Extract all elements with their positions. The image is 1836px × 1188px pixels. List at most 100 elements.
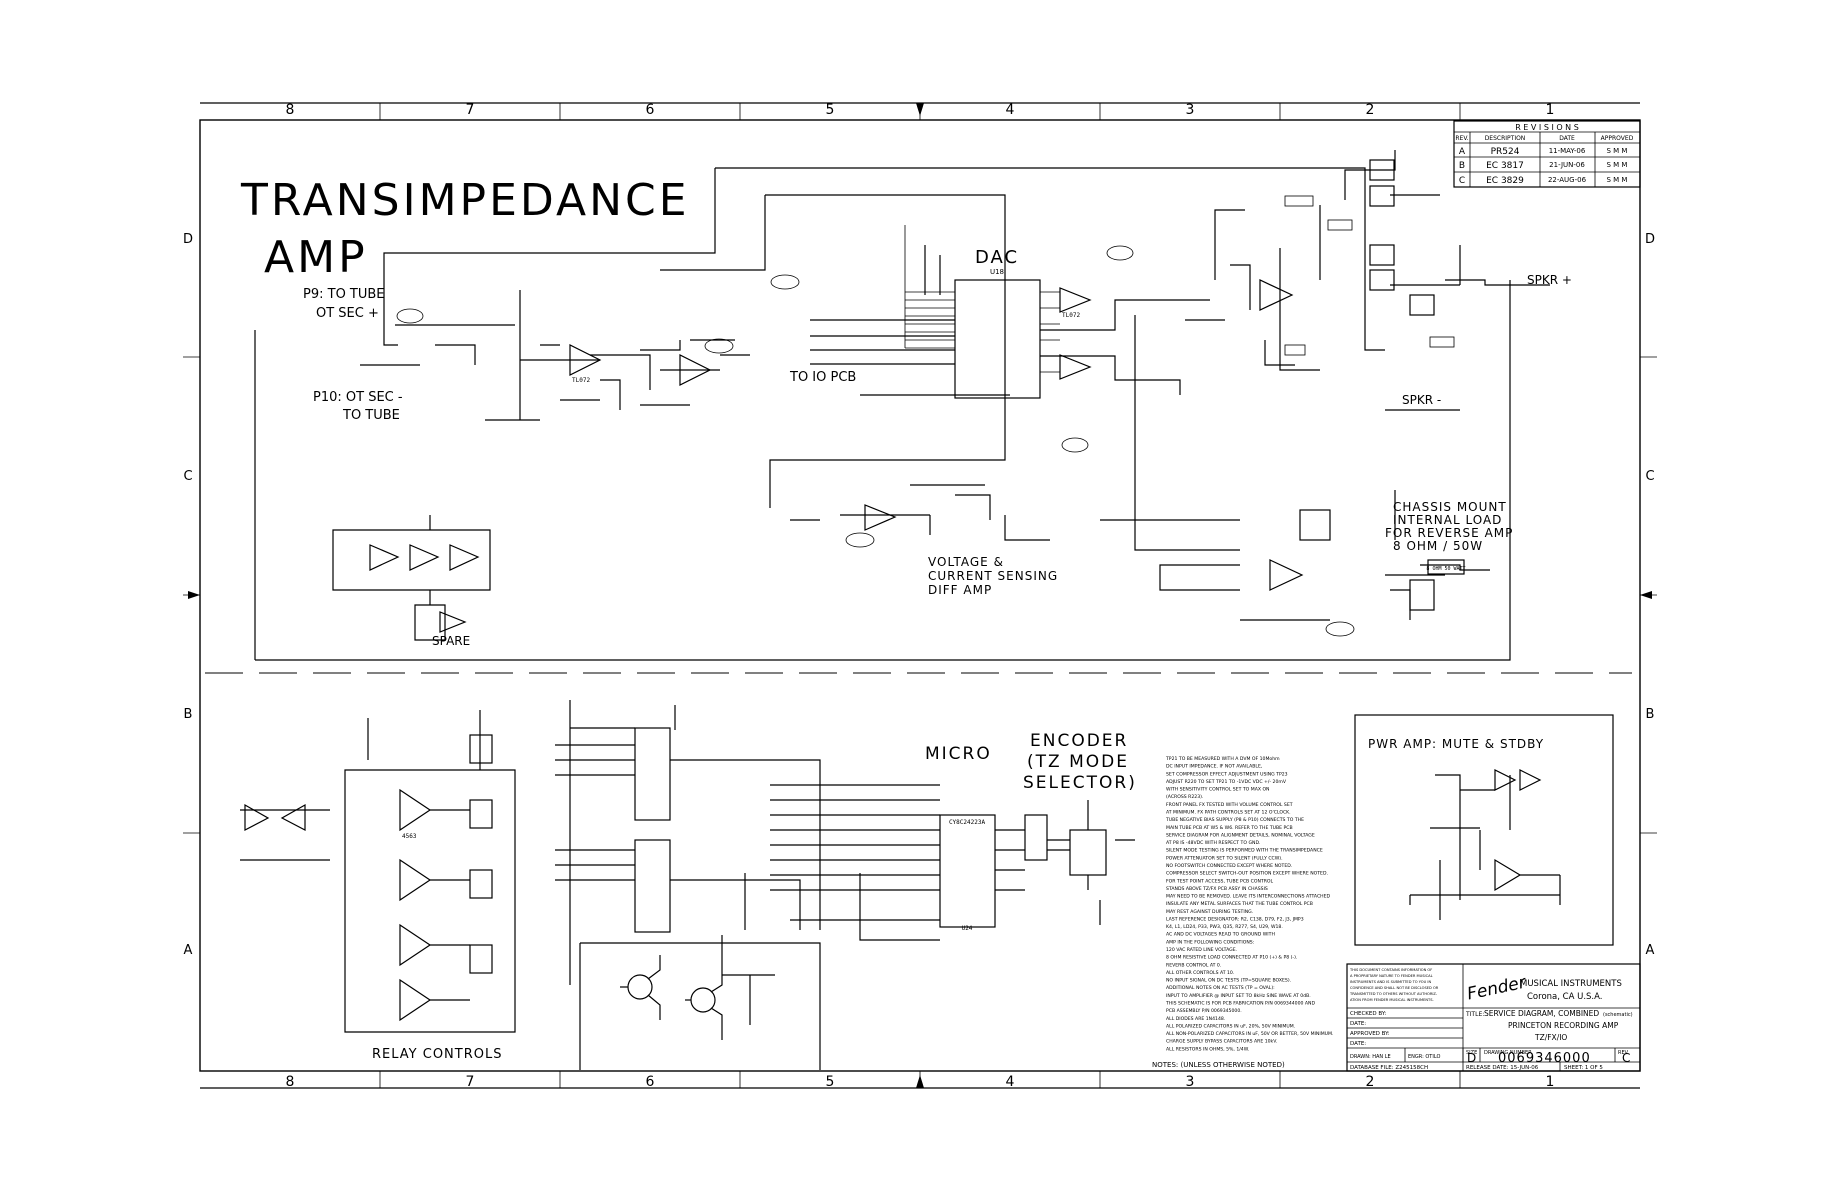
label-chassis-1: CHASSIS MOUNT <box>1393 500 1507 514</box>
load-resistor-box <box>1427 559 1465 575</box>
rev-value: C <box>1622 1051 1630 1065</box>
rev-row-a-date: 11-MAY-06 <box>1549 147 1586 155</box>
notes-header: NOTES: (UNLESS OTHERWISE NOTED) <box>1152 1061 1285 1069</box>
zone-col-7-bottom: 7 <box>466 1074 475 1090</box>
note-line: AC AND DC VOLTAGES READ TO GROUND WITH <box>1166 932 1275 938</box>
drawing-title: SERVICE DIAGRAM, COMBINED <box>1484 1009 1599 1018</box>
zone-row-a-right: A <box>1646 943 1655 958</box>
zone-col-8: 8 <box>286 102 295 118</box>
rev-row-c-date: 22-AUG-06 <box>1548 176 1587 184</box>
label-encoder-1: ENCODER <box>1030 731 1128 751</box>
rev-col-rev: REV. <box>1455 135 1468 142</box>
drawing-title-note: (schematic) <box>1603 1012 1633 1018</box>
label-encoder-2: (TZ MODE <box>1027 752 1129 772</box>
note-line: THIS SCHEMATIC IS FOR PCB FABRICATION P/… <box>1165 1001 1315 1007</box>
drawing-number: 0069346000 <box>1498 1051 1591 1066</box>
relay-driver-label: 4563 <box>402 833 417 840</box>
zone-col-3: 3 <box>1186 102 1195 118</box>
rev-row-b-desc: EC 3817 <box>1486 161 1524 171</box>
relay-controls-block <box>240 710 516 1033</box>
label-voltage-sensing-3: DIFF AMP <box>928 583 992 597</box>
zone-col-8-bottom: 8 <box>286 1074 295 1090</box>
label-micro: MICRO <box>925 744 992 764</box>
zone-row-c: C <box>183 469 192 484</box>
label-pwr-amp: PWR AMP: MUTE & STDBY <box>1368 737 1544 751</box>
rev-col-desc: DESCRIPTION <box>1485 135 1526 142</box>
drawing-number-label: DRAWING NUMBER <box>1484 1050 1532 1056</box>
note-line: SERVICE DIAGRAM FOR ALIGNMENT DETAILS, N… <box>1166 832 1315 838</box>
disclaimer-line-5: TRANSMITTED TO OTHERS WITHOUT AUTHORIZ- <box>1349 992 1438 996</box>
label-p10-line1: P10: OT SEC - <box>313 390 403 405</box>
supply-bypass-block <box>332 515 491 641</box>
note-line: TP21 TO BE MEASURED WITH A DVM OF 10Mohm <box>1165 756 1280 762</box>
label-p9-line2: OT SEC + <box>316 306 379 321</box>
rev-col-approved: APPROVED <box>1601 135 1634 142</box>
note-line: 120 VAC RATED LINE VOLTAGE. <box>1166 947 1237 953</box>
label-spkr-plus: SPKR + <box>1527 273 1572 287</box>
zone-col-4-bottom: 4 <box>1006 1074 1015 1090</box>
note-line: ALL POLARIZED CAPACITORS IN uF, 20%, 50V… <box>1166 1023 1295 1029</box>
note-line: INSULATE ANY METAL SURFACES THAT THE TUB… <box>1166 901 1313 907</box>
zone-col-2: 2 <box>1366 102 1375 118</box>
company-name: MUSICAL INSTRUMENTS <box>1520 979 1622 989</box>
label-chassis-3: FOR REVERSE AMP <box>1385 526 1513 540</box>
label-chassis-4: 8 OHM / 50W <box>1393 539 1483 553</box>
note-line: MAIN TUBE PCB AT W5 & W6. REFER TO THE T… <box>1166 825 1293 831</box>
note-line: WITH SENSITIVITY CONTROL SET TO MAX ON <box>1166 787 1270 793</box>
dac-chip: U18 <box>904 225 1060 399</box>
pwr-amp-box <box>1354 714 1614 946</box>
label-encoder-3: SELECTOR) <box>1023 773 1137 793</box>
label-p9-line1: P9: TO TUBE <box>303 287 385 302</box>
note-line: AT P8 IS -48VDC WITH RESPECT TO GND. <box>1166 840 1260 846</box>
note-line: CHARGE SUPPLY BYPASS CAPACITORS ARE 10kV… <box>1166 1039 1277 1045</box>
note-line: SET COMPRESSOR EFFECT ADJUSTMENT USING T… <box>1166 771 1288 777</box>
rev-row-b-approved: S M M <box>1607 161 1628 169</box>
zone-col-6-bottom: 6 <box>646 1074 655 1090</box>
zone-row-d-right: D <box>1645 232 1655 247</box>
rev-row-b-rev: B <box>1459 161 1465 171</box>
title-amp: AMP <box>264 232 368 283</box>
label-voltage-sensing-1: VOLTAGE & <box>928 555 1004 569</box>
note-line: MAY NEED TO BE REMOVED. LEAVE ITS INTERC… <box>1166 894 1331 900</box>
drawing-subtitle: PRINCETON RECORDING AMP <box>1508 1021 1619 1030</box>
note-line: K4, L1, LD24, P33, PW3, Q35, R277, S4, U… <box>1166 924 1283 930</box>
title-label: TITLE: <box>1465 1011 1484 1018</box>
relay-contacts <box>1299 159 1435 611</box>
zone-row-d: D <box>183 232 193 247</box>
revisions-title: R E V I S I O N S <box>1515 123 1579 132</box>
checked-date-label: DATE: <box>1350 1021 1366 1027</box>
zone-col-2-bottom: 2 <box>1366 1074 1375 1090</box>
note-line: AT MINIMUM. FX PATH CONTROLS SET AT 12 O… <box>1166 810 1291 816</box>
micro-chip <box>744 784 1025 941</box>
test-points <box>396 195 1455 637</box>
label-dac: DAC <box>975 247 1019 268</box>
note-line: ALL DIODES ARE 1N4148. <box>1166 1016 1225 1022</box>
note-line: ADDITIONAL NOTES ON AC TESTS (TP = OVAL)… <box>1166 985 1275 991</box>
rev-col-date: DATE <box>1559 135 1575 142</box>
opamp-label: TL072 <box>1062 312 1080 319</box>
note-line: ADJUST R220 TO SET TP21 TO -1VDC VDC +/-… <box>1166 779 1287 785</box>
drawn-by: DRAWN: HAN LE <box>1350 1054 1391 1060</box>
rev-row-c-desc: EC 3829 <box>1486 176 1524 186</box>
zone-col-6: 6 <box>646 102 655 118</box>
disclaimer-line-6: ATION FROM FENDER MUSICAL INSTRUMENTS. <box>1350 998 1434 1002</box>
note-line: LAST REFERENCE DESIGNATOR: R2, C138, D79… <box>1166 917 1304 923</box>
disclaimer-line-1: THIS DOCUMENT CONTAINS INFORMATION OF <box>1349 968 1432 972</box>
opamp-label-2: TL072 <box>572 377 590 384</box>
note-line: (ACROSS R223). <box>1166 794 1203 800</box>
load-resistor-label: 8 OHM 50 WATT <box>1426 566 1465 572</box>
rev-row-a-approved: S M M <box>1607 147 1628 155</box>
note-line: COMPRESSOR SELECT SWITCH-OUT POSITION EX… <box>1166 871 1328 877</box>
zone-col-1-bottom: 1 <box>1546 1074 1555 1090</box>
label-voltage-sensing-2: CURRENT SENSING <box>928 569 1058 583</box>
zone-col-5-bottom: 5 <box>826 1074 835 1090</box>
note-line: STANDS ABOVE TZ/FX PCB ASSY IN CHASSIS <box>1166 886 1268 892</box>
rev-row-a-desc: PR524 <box>1491 147 1520 157</box>
zone-row-c-right: C <box>1645 469 1654 484</box>
note-line: AMP IN THE FOLLOWING CONDITIONS: <box>1166 939 1255 945</box>
zone-col-4: 4 <box>1006 102 1015 118</box>
zone-labels: 8 7 6 5 4 3 2 1 8 7 6 5 4 3 2 1 D C B A … <box>183 102 1655 1090</box>
engineer: ENGR: OTILO <box>1408 1054 1440 1060</box>
svg-text:U18: U18 <box>990 268 1004 276</box>
